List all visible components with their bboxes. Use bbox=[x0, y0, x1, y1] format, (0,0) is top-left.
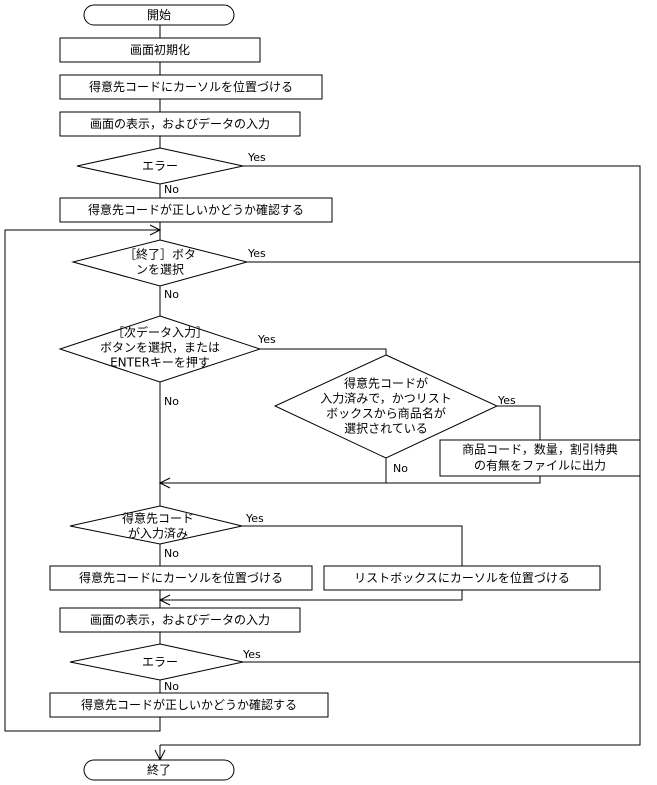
yes-label-error-1: Yes bbox=[247, 151, 266, 164]
output-file-line-1: 商品コード，数量，割引特典 bbox=[462, 442, 618, 457]
check-customer-2-label: 得意先コードが正しいかどうか確認する bbox=[81, 697, 297, 712]
entered-selected-line-1: 得意先コードが bbox=[344, 376, 428, 391]
entered-selected-line-4: 選択されている bbox=[344, 422, 428, 436]
yes-label-next-data: Yes bbox=[257, 333, 276, 346]
no-label-end-button: No bbox=[164, 288, 179, 301]
cursor-listbox-label: リストボックスにカーソルを位置づける bbox=[354, 570, 570, 585]
check-customer-1-label: 得意先コードが正しいかどうか確認する bbox=[88, 202, 304, 217]
process-check-customer-1: 得意先コードが正しいかどうか確認する bbox=[59, 197, 333, 223]
start-label: 開始 bbox=[147, 8, 171, 22]
process-display-input-1: 画面の表示，およびデータの入力 bbox=[59, 111, 301, 137]
connector-nextq-yes bbox=[260, 348, 387, 355]
no-label-entered-selected: No bbox=[393, 462, 408, 475]
cursor-customer-2-label: 得意先コードにカーソルを位置づける bbox=[79, 570, 283, 585]
connector-enteredq-yes bbox=[497, 405, 541, 440]
connector-loop-back bbox=[4, 229, 161, 732]
no-label-error-2: No bbox=[164, 680, 179, 693]
decision-end-button: ［終了］ボタ ンを選択 bbox=[71, 239, 249, 287]
error-1-label: エラー bbox=[142, 159, 178, 173]
entered-selected-line-3: ボックスから商品名が bbox=[326, 406, 446, 421]
no-label-next-data: No bbox=[164, 395, 179, 408]
end-label: 終了 bbox=[147, 762, 171, 777]
arrowhead-merge1 bbox=[158, 477, 171, 489]
process-cursor-customer-2: 得意先コードにカーソルを位置づける bbox=[49, 565, 313, 591]
next-data-line-1: ［次データ入力］ bbox=[112, 325, 208, 340]
yes-label-entered-selected: Yes bbox=[497, 394, 516, 407]
customer-entered-line-1: 得意先コード bbox=[122, 511, 194, 526]
connector-custq-yes bbox=[242, 525, 463, 566]
next-data-line-2: ボタンを選択，または bbox=[100, 341, 220, 355]
yes-label-customer-entered: Yes bbox=[245, 512, 264, 525]
end-button-line-2: ンを選択 bbox=[136, 263, 184, 277]
display-input-1-label: 画面の表示，およびデータの入力 bbox=[90, 116, 270, 131]
process-cursor-listbox: リストボックスにカーソルを位置づける bbox=[323, 565, 601, 591]
yes-label-end-button: Yes bbox=[247, 247, 266, 260]
yes-label-error-2: Yes bbox=[242, 648, 261, 661]
decision-customer-entered: 得意先コード が入力済み bbox=[69, 505, 243, 545]
init-screen-label: 画面初期化 bbox=[130, 43, 190, 57]
process-cursor-customer-1: 得意先コードにカーソルを位置づける bbox=[59, 74, 323, 100]
process-check-customer-2: 得意先コードが正しいかどうか確認する bbox=[49, 692, 329, 718]
process-output-file: 商品コード，数量，割引特典 の有無をファイルに出力 bbox=[439, 439, 641, 477]
no-label-customer-entered: No bbox=[164, 547, 179, 560]
decision-next-data: ［次データ入力］ ボタンを選択，または ENTERキーを押す bbox=[58, 315, 262, 383]
output-file-line-2: の有無をファイルに出力 bbox=[474, 458, 606, 473]
decision-error-1: エラー bbox=[76, 147, 244, 185]
branch-labels: Yes No Yes No Yes No Yes No Yes No Yes N… bbox=[164, 151, 516, 693]
cursor-customer-1-label: 得意先コードにカーソルを位置づける bbox=[89, 79, 293, 94]
entered-selected-line-2: 入力済みで，かつリスト bbox=[320, 391, 452, 406]
no-label-error-1: No bbox=[164, 183, 179, 196]
connector-listbox-merge bbox=[160, 590, 463, 601]
process-init-screen: 画面初期化 bbox=[59, 37, 261, 63]
decision-error-2: エラー bbox=[69, 643, 244, 681]
arrowhead-loop bbox=[149, 224, 162, 236]
start-terminal: 開始 bbox=[83, 4, 235, 26]
connector-output-merge bbox=[160, 476, 541, 484]
process-display-input-2: 画面の表示，およびデータの入力 bbox=[59, 607, 301, 633]
end-button-line-1: ［終了］ボタ bbox=[124, 247, 196, 262]
customer-entered-line-2: が入力済み bbox=[128, 526, 188, 541]
next-data-line-3: ENTERキーを押す bbox=[110, 356, 210, 370]
display-input-2-label: 画面の表示，およびデータの入力 bbox=[90, 612, 270, 627]
decision-entered-selected: 得意先コードが 入力済みで，かつリスト ボックスから商品名が 選択されている bbox=[273, 354, 499, 459]
arrowhead-merge2 bbox=[158, 594, 171, 606]
error-2-label: エラー bbox=[142, 655, 178, 669]
end-terminal: 終了 bbox=[83, 759, 235, 781]
